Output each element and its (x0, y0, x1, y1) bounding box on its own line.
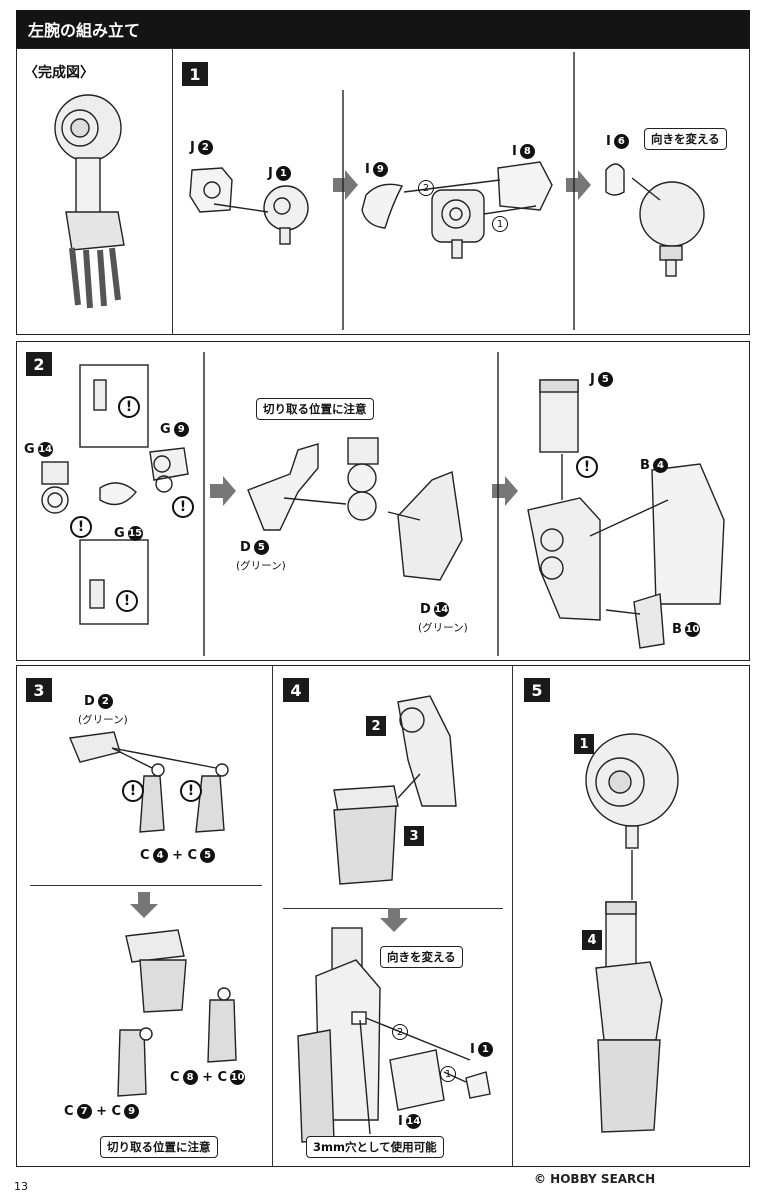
order-marker-2: 2 (392, 1024, 408, 1040)
step-badge-3: 3 (26, 678, 52, 702)
complete-label: 〈完成図〉 (24, 65, 94, 81)
sub-step-3: 3 (404, 826, 424, 846)
sub-step-4: 4 (582, 930, 602, 950)
color-note: (グリーン) (236, 560, 286, 572)
order-marker-1: 1 (440, 1066, 456, 1082)
caution-mark: ! (172, 496, 194, 518)
order-marker-1: 1 (492, 216, 508, 232)
callout-hole: 3mm穴として使用可能 (306, 1136, 444, 1158)
callout-cut: 切り取る位置に注意 (256, 398, 374, 420)
sub-step-2: 2 (366, 716, 386, 736)
row2-frame (16, 341, 750, 661)
caution-mark: ! (122, 780, 144, 802)
row3-frame (16, 665, 750, 1167)
caution-mark: ! (70, 516, 92, 538)
watermark: © HOBBY SEARCH (534, 1172, 656, 1186)
caution-mark: ! (180, 780, 202, 802)
color-note: (グリーン) (78, 714, 128, 726)
page-number: 13 (14, 1180, 28, 1193)
sub-step-1: 1 (574, 734, 594, 754)
callout-cut: 切り取る位置に注意 (100, 1136, 218, 1158)
order-marker-2: 2 (418, 180, 434, 196)
step-badge-2: 2 (26, 352, 52, 376)
row1-frame (16, 48, 750, 335)
caution-mark: ! (116, 590, 138, 612)
step-badge-5: 5 (524, 678, 550, 702)
caution-mark: ! (576, 456, 598, 478)
caution-mark: ! (118, 396, 140, 418)
color-note: (グリーン) (418, 622, 468, 634)
callout-turn: 向きを変える (380, 946, 463, 968)
step-badge-1: 1 (182, 62, 208, 86)
callout-turn: 向きを変える (644, 128, 727, 150)
page-title: 左腕の組み立て (16, 10, 750, 48)
step-badge-4: 4 (283, 678, 309, 702)
